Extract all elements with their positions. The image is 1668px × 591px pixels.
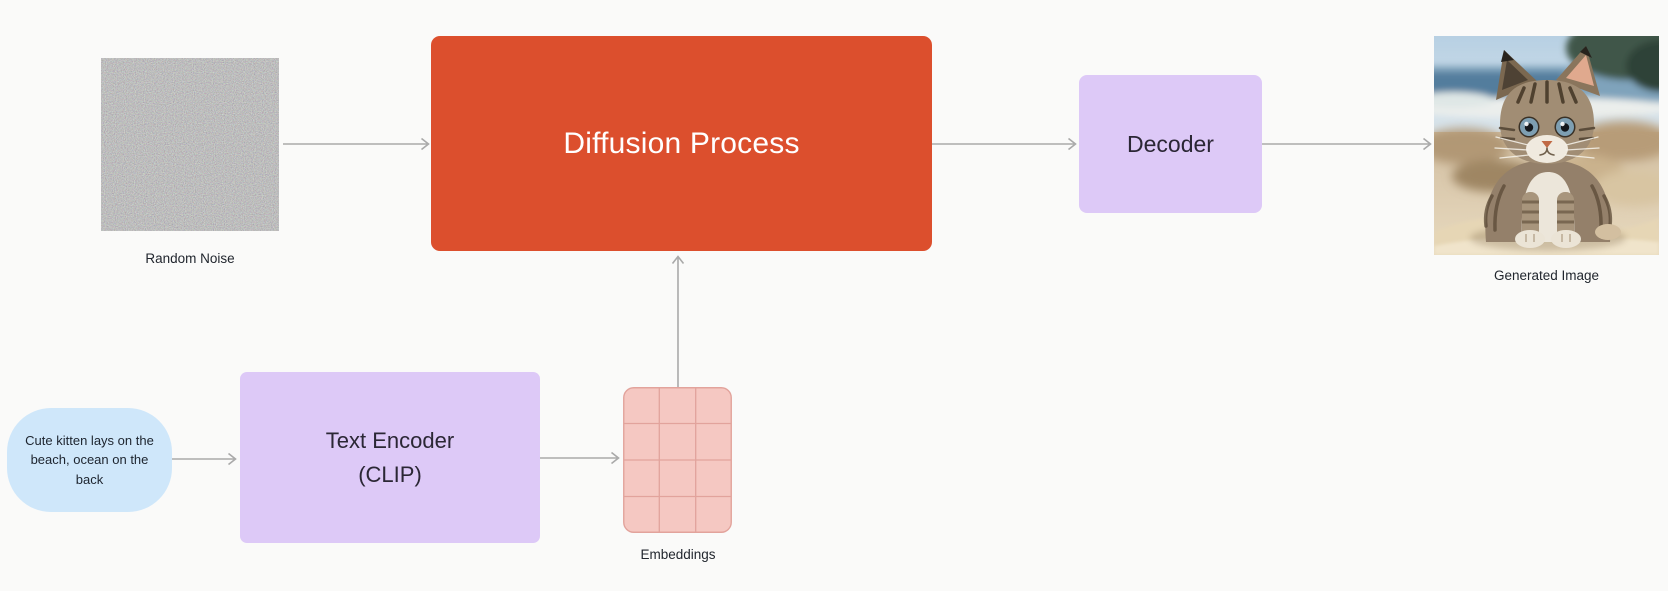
node-prompt-bubble: Cute kitten lays on the beach, ocean on … — [7, 408, 172, 512]
prompt-line: Cute kitten lays on the — [25, 432, 154, 448]
node-text-encoder: Text Encoder (CLIP) — [240, 372, 540, 543]
arrow-prompt-to-encoder — [172, 452, 237, 466]
arrow-decoder-to-image — [1262, 137, 1432, 151]
arrow-encoder-to-embeddings — [540, 451, 620, 465]
node-decoder: Decoder — [1079, 75, 1262, 213]
random-noise-image — [101, 58, 279, 231]
diffusion-process-label: Diffusion Process — [563, 126, 800, 160]
generated-image-caption: Generated Image — [1493, 268, 1600, 283]
embeddings-grid — [623, 387, 732, 533]
prompt-line: beach, ocean on the — [30, 452, 149, 468]
node-diffusion-process: Diffusion Process — [431, 36, 932, 251]
arrow-embeddings-to-diffusion — [671, 255, 685, 387]
embeddings-caption: Embeddings — [640, 547, 716, 562]
text-encoder-label-line: Text Encoder — [325, 427, 455, 453]
prompt-line: back — [75, 471, 104, 487]
decoder-label: Decoder — [1127, 130, 1214, 157]
text-encoder-label-line: (CLIP) — [358, 461, 422, 487]
generated-image — [1434, 36, 1659, 255]
arrow-diffusion-to-decoder — [932, 137, 1077, 151]
random-noise-caption: Random Noise — [145, 251, 235, 266]
kitten-illustration — [1483, 46, 1621, 248]
arrow-noise-to-diffusion — [283, 137, 430, 151]
